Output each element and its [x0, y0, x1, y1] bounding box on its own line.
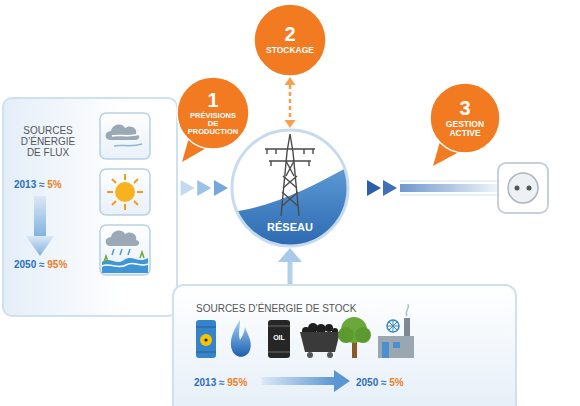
share-figure: 2013 ≈ 95%	[194, 377, 274, 388]
percent-part: 95%	[47, 259, 67, 270]
callout-number: 2	[284, 24, 295, 44]
dashed-line	[289, 85, 292, 120]
supply-arrows-part	[367, 180, 381, 196]
year-part: 2050 ≈	[356, 377, 389, 388]
arrow-head	[278, 248, 302, 262]
panel-heading: SOURCES D’ÉNERGIE DE FLUX	[14, 125, 82, 158]
circle-text-area: 2STOCKAGE	[253, 3, 327, 77]
circle-text-area: 1PRÉVISIONS DE PRODUCTION	[176, 76, 250, 150]
year-part: 2013 ≈	[14, 179, 47, 190]
chevron-head	[197, 180, 211, 196]
share-figure: 2050 ≈ 95%	[14, 259, 104, 270]
grid-label: RÉSEAU	[230, 221, 350, 233]
chevron-head	[214, 180, 228, 196]
grid-circle: RÉSEAU	[230, 128, 350, 248]
callout-circle: 3GESTION ACTIVE	[429, 82, 501, 154]
year-part: 2050 ≈	[14, 259, 47, 270]
callout-text: PRÉVISIONS DE PRODUCTION	[185, 112, 241, 137]
percent-part: 5%	[47, 179, 61, 190]
supply-arrows	[367, 180, 497, 196]
callout-number: 3	[459, 98, 470, 118]
percent-part: 5%	[389, 377, 403, 388]
power-outlet-part	[498, 163, 548, 213]
callout-number: 1	[207, 90, 218, 110]
callout-circle: 1PRÉVISIONS DE PRODUCTION	[176, 76, 250, 150]
chevron-head	[181, 180, 195, 196]
supply-arrows-part	[383, 180, 397, 196]
circle-fill	[254, 4, 326, 76]
stock-sources-panel: SOURCES D’ÉNERGIE DE STOCK 2013 ≈ 95% 2050…	[172, 284, 517, 406]
arrow-head	[285, 120, 296, 128]
power-outlet	[498, 163, 548, 213]
grid-blue-area	[230, 166, 350, 248]
flux-sources-panel: SOURCES D’ÉNERGIE DE FLUX 2013 ≈ 5% 2050 ≈…	[2, 97, 178, 317]
share-figure: 2050 ≈ 5%	[356, 377, 436, 388]
callout-text: GESTION ACTIVE	[438, 120, 492, 139]
power-outlet-part	[527, 186, 532, 191]
stock-supply-arrow	[278, 248, 302, 284]
storage-link	[285, 77, 296, 128]
circle-fill	[430, 83, 500, 153]
circle-outline	[429, 82, 501, 154]
arrow-head	[285, 77, 296, 85]
percent-part: 95%	[227, 377, 247, 388]
share-figure: 2013 ≈ 5%	[14, 179, 104, 190]
power-outlet-part	[508, 173, 538, 203]
flow-chevrons	[181, 180, 228, 196]
circle-fill	[177, 77, 249, 149]
supply-arrows-part	[400, 195, 497, 196]
callout-text: STOCKAGE	[266, 46, 314, 55]
callout-circle: 2STOCKAGE	[253, 3, 327, 77]
year-part: 2013 ≈	[194, 377, 227, 388]
power-outlet-part	[515, 186, 520, 191]
connector-line	[288, 262, 293, 284]
circle-text-area: 3GESTION ACTIVE	[429, 82, 501, 154]
panel-heading: SOURCES D’ÉNERGIE DE STOCK	[196, 303, 416, 314]
supply-arrows-part	[400, 184, 497, 192]
supply-arrows-part	[400, 181, 497, 182]
barrel-label: OIL	[268, 334, 290, 341]
